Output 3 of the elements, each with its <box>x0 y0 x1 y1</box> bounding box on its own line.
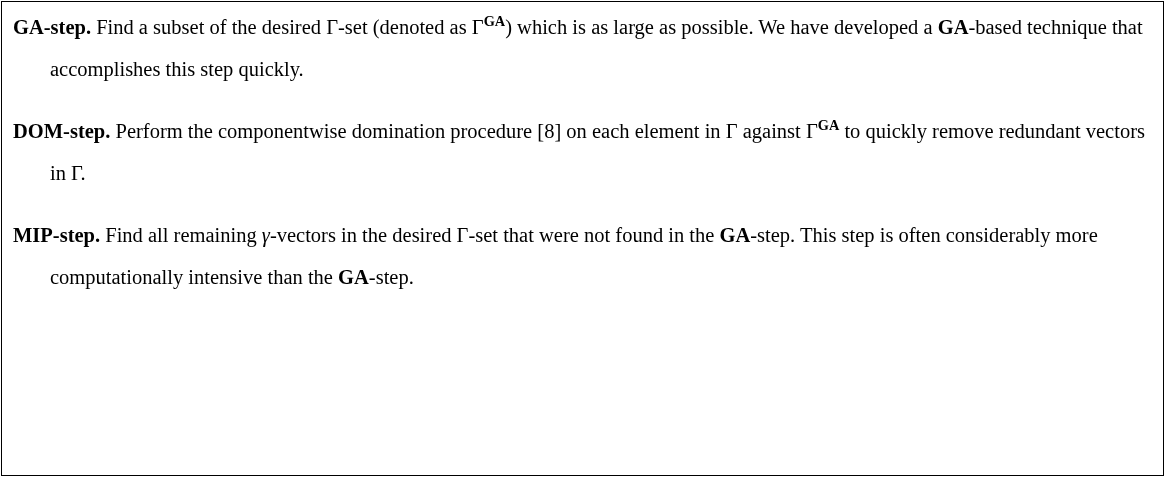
step-paragraph: GA-step. Find a subset of the desired Γ-set (denoted as Γ$^{GA}$) which is as large as possible. We have developed a GA-based technique that accomplishes this step quickly. <box>13 12 1144 83</box>
step-paragraph: MIP-step. Find all remaining γ-vectors in the desired Γ-set that were not found in the GA-step. This step is often considerably more computationally intensive than the GA-step. <box>13 223 1099 291</box>
step-paragraph: DOM-step. Perform the componentwise domination procedure [8] on each element in Γ against Γ$^{GA}$ to quickly remove redundant vectors in Γ. <box>13 116 1146 186</box>
